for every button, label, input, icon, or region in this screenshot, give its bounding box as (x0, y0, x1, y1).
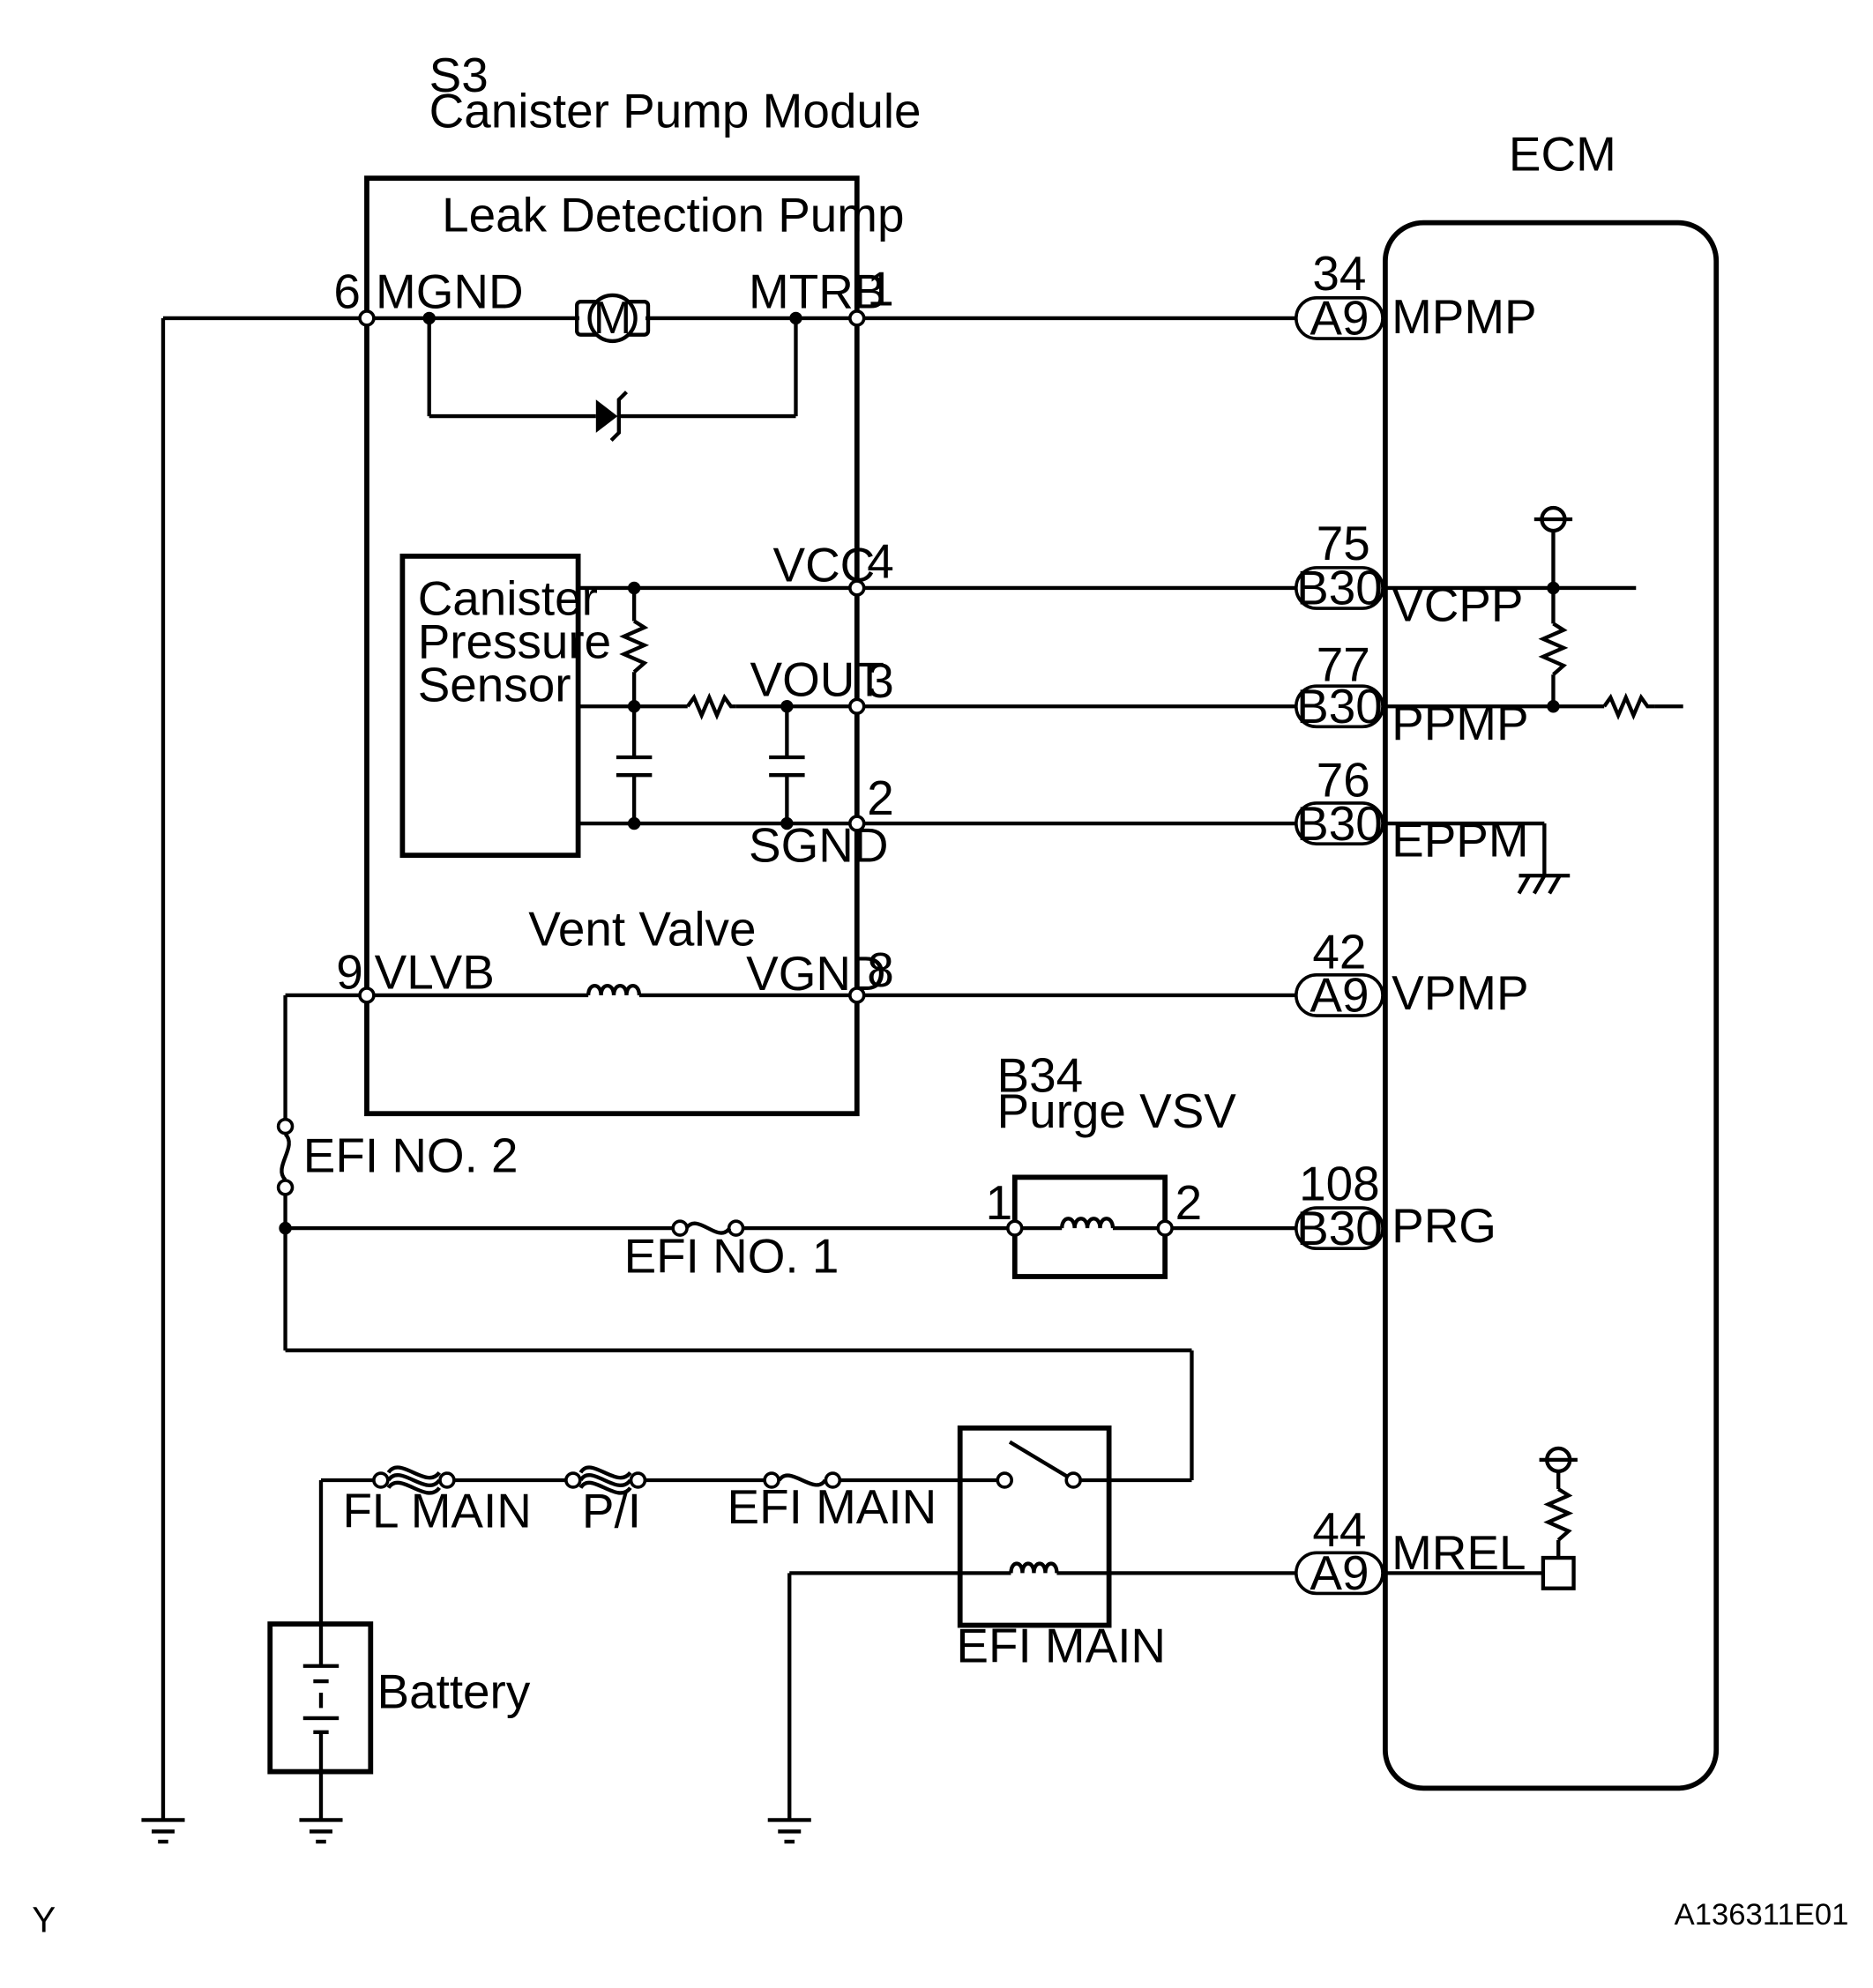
sensor-label-line3: Sensor (418, 657, 571, 711)
zener-diode-icon (595, 391, 628, 443)
ecm-driver-resistor-icon (1543, 1487, 1574, 1542)
terminal-vlvb-label: VLVB (375, 945, 495, 1000)
ground-icon (767, 1818, 811, 1844)
ecm-pin-mrel: A9 44 MREL (1295, 1502, 1526, 1600)
pullup-resistor-icon (619, 619, 650, 674)
capacitor-icon (769, 755, 805, 778)
ecm-pin-mpmp: A9 34 MPMP (1295, 246, 1537, 346)
capacitor-icon (616, 755, 653, 778)
efi-no1-fuse-label: EFI NO. 1 (624, 1229, 839, 1284)
pin-number-label: 44 (1312, 1502, 1366, 1557)
ecm-internal-circuit (1384, 532, 1683, 1575)
pin-signal-label: MREL (1392, 1525, 1526, 1580)
efi-main-relay-box (957, 1425, 1112, 1628)
fusible-link-icon (564, 1465, 647, 1495)
purge-vsv-pin2: 2 (1175, 1175, 1203, 1230)
terminal-8-num: 8 (867, 942, 894, 997)
terminal-vout-label: VOUT (750, 652, 884, 707)
terminal-mtrb-label: MTRB (749, 264, 885, 318)
terminal-sgnd-label: SGND (749, 817, 888, 872)
canister-pump-module-box (364, 175, 860, 1117)
ecm-relay-driver-source-icon (1539, 1446, 1578, 1474)
fl-main-fuse-label: FL MAIN (343, 1483, 532, 1538)
ecm-box (1383, 220, 1720, 1791)
ecm-pin-ppmp: B30 77 PPMP (1295, 637, 1529, 750)
figure-code: A136311E01 (1675, 1898, 1849, 1932)
pin-signal-label: PRG (1392, 1198, 1496, 1253)
ground-icon (141, 1818, 185, 1844)
pin-signal-label: EPPM (1392, 813, 1528, 867)
ecm-pin-vcpp: B30 75 VCPP (1295, 516, 1523, 632)
power-feed-wires (283, 994, 1194, 1483)
vent-valve-label: Vent Valve (528, 902, 756, 957)
motor-circuit (160, 316, 857, 1820)
fuse-icon (276, 1117, 295, 1196)
battery-label: Battery (377, 1664, 531, 1718)
chassis-ground-icon (1517, 874, 1571, 895)
pin-number-label: 108 (1299, 1156, 1380, 1210)
motor-symbol: M (593, 293, 631, 344)
pin-number-label: 77 (1317, 637, 1370, 691)
purge-vsv-pin1: 1 (986, 1175, 1013, 1230)
battery-icon (302, 1624, 340, 1772)
corner-mark: Y (32, 1899, 56, 1940)
ecm-pin-vpmp: A9 42 VPMP (1295, 925, 1529, 1023)
sensor-label-line1: Canister (418, 570, 598, 625)
terminal-2-num: 2 (867, 771, 894, 825)
pin-connector-label: B30 (1296, 796, 1383, 851)
motor-icon: M (575, 293, 651, 344)
terminal-9-num: 9 (336, 945, 363, 1000)
pin-number-label: 76 (1317, 753, 1370, 808)
ecm-voltage-source-icon (1533, 505, 1573, 533)
ecm-pin-eppm: B30 76 EPPM (1295, 753, 1529, 867)
fusible-link-icon (372, 1465, 456, 1495)
pin-signal-label: VPMP (1392, 965, 1528, 1020)
pin-signal-label: VCPP (1392, 577, 1523, 632)
terminal-3-num: 3 (867, 653, 894, 708)
ecm-label: ECM (1509, 126, 1616, 181)
pi-fuse-label: P/I (582, 1483, 641, 1538)
module-name: Canister Pump Module (429, 83, 922, 138)
pin-number-label: 75 (1317, 516, 1370, 570)
pin-signal-label: MPMP (1392, 289, 1537, 344)
vent-valve-coil-icon (586, 984, 642, 996)
module-code: S3 (429, 48, 489, 102)
efi-no2-fuse-label: EFI NO. 2 (303, 1128, 519, 1183)
battery-feed-wires (318, 1478, 1005, 1625)
purge-vsv-name: Purge VSV (997, 1083, 1237, 1138)
terminal-4-num: 4 (867, 533, 894, 588)
pin-signal-label: PPMP (1392, 696, 1528, 750)
canister-pressure-sensor-box (399, 553, 581, 859)
pin-connector-label: A9 (1310, 1545, 1369, 1600)
ecm-driver-transistor-icon (1541, 1555, 1576, 1590)
terminal-6-num: 6 (333, 264, 361, 318)
pin-connector-label: A9 (1310, 291, 1369, 346)
ecm-pin-prg: B30 108 PRG (1295, 1156, 1496, 1255)
efi-main-relay-label: EFI MAIN (956, 1618, 1166, 1672)
pin-connector-label: B30 (1296, 1201, 1383, 1255)
pin-connector-label: B30 (1296, 561, 1383, 615)
purge-vsv-coil-icon (1060, 1217, 1116, 1229)
efi-main-fuse-label: EFI MAIN (728, 1479, 937, 1534)
fuse-icon (763, 1471, 842, 1489)
sensor-label-line2: Pressure (418, 614, 611, 668)
pin-number-label: 42 (1312, 925, 1366, 979)
purge-vsv-code: B34 (997, 1048, 1084, 1103)
ecm-series-resistor-icon (1602, 692, 1655, 720)
ecm-pullup-resistor-icon (1538, 622, 1569, 676)
terminal-mgnd-label: MGND (376, 264, 524, 318)
terminal-1-num: 1 (867, 261, 894, 316)
relay-switch-icon (996, 1440, 1082, 1489)
pin-number-label: 34 (1312, 246, 1366, 301)
pin-connector-label: B30 (1296, 679, 1383, 733)
series-resistor-icon (686, 692, 736, 720)
pin-connector-label: A9 (1310, 968, 1369, 1023)
pump-label: Leak Detection Pump (442, 188, 904, 242)
ground-icon (299, 1818, 343, 1844)
relay-coil-icon (1009, 1561, 1059, 1574)
fuse-icon (671, 1219, 745, 1237)
